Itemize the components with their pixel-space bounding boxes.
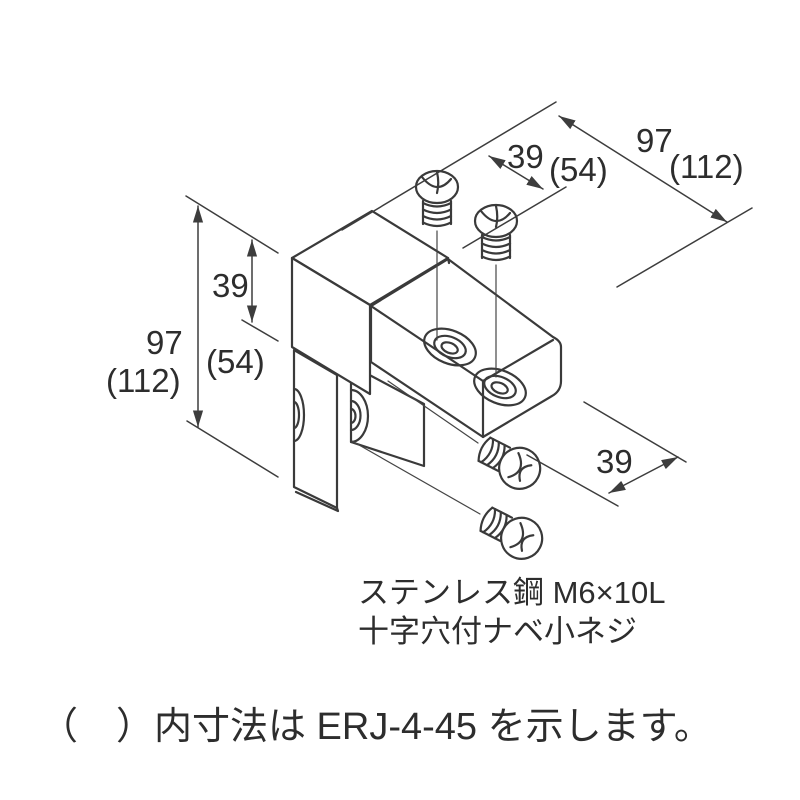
cross-slot-icon [507,452,533,482]
plate-slot-outer-arc [349,388,370,444]
beam-channel [369,256,563,439]
extension-line [185,195,279,254]
cross-slot-icon [479,204,512,229]
dim-bottom-hole-pitch: 39 [596,443,633,480]
dim-line-lower-pitch [608,456,679,494]
dim-line-length [558,115,728,223]
top-screw-2 [473,203,519,262]
dim-left-height: 39 [212,267,249,304]
dimension-bottom: 39 [526,401,687,507]
top-screw-1 [414,169,460,228]
cross-slot-icon [509,522,535,552]
dim-left-height-alt: (54) [206,343,265,380]
extension-line [241,319,279,342]
dimension-left: 39 (54) 97 (112) [106,195,279,478]
outer-plate-slot-arc [292,387,306,443]
outer-plate-slot-inner-arc [292,400,301,430]
corner-block [290,209,450,396]
side-screw-1 [477,436,542,490]
side-screw-2 [479,506,544,560]
dim-left-total-height-alt: (112) [106,362,181,399]
dimension-note: （ ）内寸法は ERJ-4-45 を示します。 [40,706,712,748]
plate-thickness-edge [294,490,340,513]
extension-line [616,207,753,288]
mounting-plate-outer [292,348,340,513]
extension-line [526,454,619,507]
screw4-centerline [351,440,481,515]
dim-left-total-height: 97 [146,324,183,361]
dim-top-length: 97 [636,122,673,159]
extension-line [186,420,279,478]
screw-spec-line1: ステンレス鋼 M6×10L [358,575,666,610]
extension-line [462,186,567,249]
plate-slot-inner-arc [349,399,362,432]
corner-block-front-face [290,256,372,396]
plate-slot-center-arc [349,407,357,425]
beam-hole-2 [473,367,527,407]
dim-top-length-alt: (112) [669,148,744,185]
beam-end-top-edge [481,338,555,383]
dimension-top: 39 (54) 97 (112) [341,101,753,288]
screw-spec-line2: 十字穴付ナベ小ネジ [358,614,637,649]
dim-top-hole-pitch-alt: (54) [549,151,608,188]
extension-line [583,401,687,463]
beam-hole-1 [423,327,477,367]
beam-front-top-edge [369,304,485,383]
dim-line-hole-pitch [488,155,544,190]
screw3-centerline [387,380,479,444]
extension-line [341,101,557,231]
dim-top-hole-pitch: 39 [507,138,544,175]
